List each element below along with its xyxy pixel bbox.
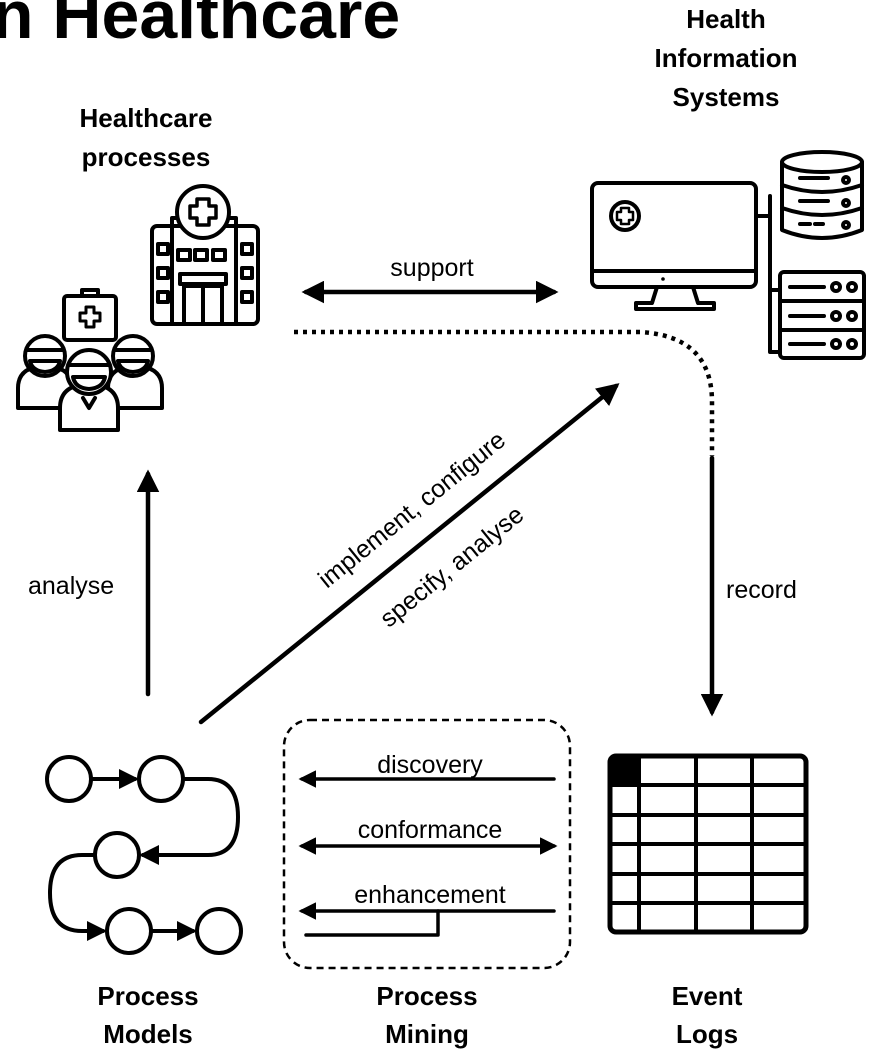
svg-text:Mining: Mining	[385, 1019, 469, 1049]
svg-text:Information: Information	[655, 43, 798, 73]
svg-text:Healthcare: Healthcare	[80, 103, 213, 133]
hospital-staff-icon	[16, 184, 260, 432]
svg-text:Models: Models	[103, 1019, 193, 1049]
healthcare-processes-label: Healthcare processes	[80, 103, 213, 172]
implement-configure-label: implement, configure	[313, 426, 511, 594]
svg-text:Process: Process	[376, 981, 477, 1011]
svg-text:processes: processes	[82, 142, 211, 172]
process-model-icon	[45, 755, 243, 955]
process-mining-label: Process Mining	[376, 981, 477, 1049]
process-mining-box	[282, 718, 572, 970]
analyse-label: analyse	[28, 572, 114, 600]
event-logs-label: Event Logs	[672, 981, 743, 1049]
enhancement-return-line	[304, 909, 440, 937]
svg-text:Process: Process	[97, 981, 198, 1011]
record-label: record	[726, 576, 797, 604]
health-information-systems-label: Health Information Systems	[655, 4, 798, 112]
record-dotted-link	[294, 329, 715, 456]
enhancement-label: enhancement	[354, 881, 506, 909]
page-title: n Healthcare	[0, 0, 400, 53]
implement-specify-arrow	[198, 383, 620, 725]
svg-text:Systems: Systems	[673, 82, 780, 112]
svg-text:Logs: Logs	[676, 1019, 738, 1049]
svg-text:Event: Event	[672, 981, 743, 1011]
discovery-label: discovery	[377, 751, 483, 779]
computer-servers-icon	[590, 150, 866, 360]
support-label: support	[390, 254, 473, 282]
conformance-label: conformance	[358, 816, 503, 844]
process-models-label: Process Models	[97, 981, 198, 1049]
table-grid-icon	[607, 753, 809, 935]
svg-text:Health: Health	[686, 4, 765, 34]
